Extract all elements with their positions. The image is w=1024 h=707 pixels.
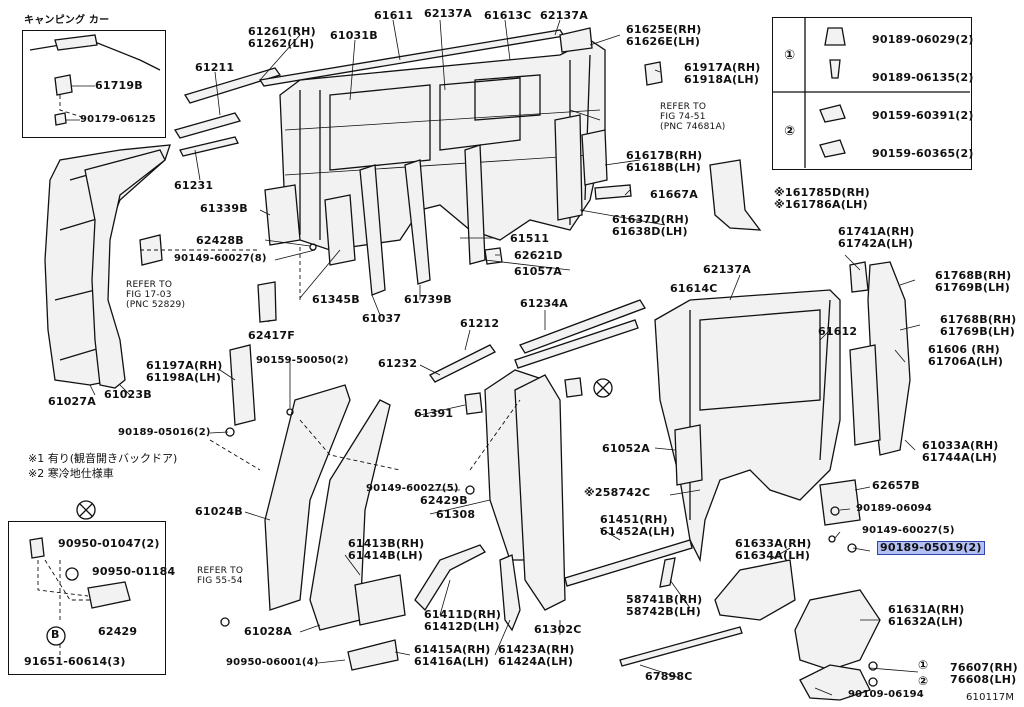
part-61617b[interactable]: 61617B(RH) 61618B(LH) (626, 149, 703, 174)
part-61611[interactable]: 61611 (374, 9, 414, 22)
part-61391[interactable]: 61391 (414, 407, 454, 420)
part-67898c[interactable]: 67898C (645, 670, 693, 683)
part-61511[interactable]: 61511 (510, 232, 550, 245)
part-61785d[interactable]: ※161785D(RH) ※161786A(LH) (774, 186, 870, 211)
part-61451[interactable]: 61451(RH) 61452A(LH) (600, 513, 676, 538)
legend-marker-1: ① (784, 48, 796, 63)
part-62137a-3[interactable]: 62137A (703, 263, 751, 276)
part-90109-06194[interactable]: 90109-06194 (848, 689, 924, 700)
part-61768b-1[interactable]: 61768B(RH) 61769B(LH) (935, 269, 1012, 294)
part-61302c[interactable]: 61302C (534, 623, 582, 636)
part-61411d[interactable]: 61411D(RH) 61412D(LH) (424, 608, 502, 633)
part-90179-06125[interactable]: 90179-06125 (80, 114, 156, 125)
part-62137a-2[interactable]: 62137A (540, 9, 588, 22)
note-2: ※2 寒冷地仕様車 (28, 467, 114, 480)
part-61739b[interactable]: 61739B (404, 293, 452, 306)
part-61345b[interactable]: 61345B (312, 293, 360, 306)
inset-marker-b: B (51, 628, 60, 641)
marker-1-bottom: ① (918, 658, 929, 672)
part-76607[interactable]: 76607(RH) 76608(LH) (950, 661, 1018, 686)
ref-fig-55-54[interactable]: REFER TO FIG 55-54 (197, 566, 244, 586)
part-61027a[interactable]: 61027A (48, 395, 96, 408)
legend-marker-2: ② (784, 124, 796, 139)
part-61613c[interactable]: 61613C (484, 9, 532, 22)
part-58741b[interactable]: 58741B(RH) 58742B(LH) (626, 593, 703, 618)
ref-fig-74-51[interactable]: REFER TO FIG 74-51 (PNC 74681A) (660, 102, 726, 132)
part-61667a[interactable]: 61667A (650, 188, 698, 201)
part-61031b[interactable]: 61031B (330, 29, 378, 42)
figure-number: 610117M (966, 692, 1015, 703)
part-61423a[interactable]: 61423A(RH) 61424A(LH) (498, 643, 575, 668)
part-62137a-1[interactable]: 62137A (424, 7, 472, 20)
part-61037[interactable]: 61037 (362, 312, 402, 325)
note-1: ※1 有り(観音開きバックドア) (28, 452, 178, 465)
part-61768b-2[interactable]: 61768B(RH) 61769B(LH) (940, 313, 1017, 338)
part-61052a[interactable]: 61052A (602, 442, 650, 455)
part-90189-05019[interactable]: 90189-05019(2) (877, 541, 985, 555)
part-61612[interactable]: 61612 (818, 325, 858, 338)
part-61917a[interactable]: 61917A(RH) 61918A(LH) (684, 61, 761, 86)
part-61415a[interactable]: 61415A(RH) 61416A(LH) (414, 643, 491, 668)
inset-camping-car-drawing (29, 34, 161, 126)
part-61024b[interactable]: 61024B (195, 505, 243, 518)
part-90149-60027-8[interactable]: 90149-60027(8) (174, 253, 267, 264)
inset-62429-drawing (29, 537, 131, 660)
part-62428b[interactable]: 62428B (196, 234, 244, 247)
part-61606[interactable]: 61606 (RH) 61706A(LH) (928, 343, 1004, 368)
part-61212[interactable]: 61212 (460, 317, 500, 330)
inset-62429 (8, 521, 166, 675)
part-58742c[interactable]: ※258742C (584, 486, 651, 499)
part-61413b[interactable]: 61413B(RH) 61414B(LH) (348, 537, 425, 562)
part-90159-60365[interactable]: 90159-60365(2) (872, 147, 974, 160)
part-61057a[interactable]: 61057A (514, 265, 562, 278)
ref-fig-17-03[interactable]: REFER TO FIG 17-03 (PNC 52829) (126, 280, 186, 310)
part-61339b[interactable]: 61339B (200, 202, 248, 215)
part-61232[interactable]: 61232 (378, 357, 418, 370)
part-61614c[interactable]: 61614C (670, 282, 718, 295)
inset-camping-car (22, 30, 166, 138)
part-61234a[interactable]: 61234A (520, 297, 568, 310)
part-61631a[interactable]: 61631A(RH) 61632A(LH) (888, 603, 965, 628)
part-90159-50050[interactable]: 90159-50050(2) (256, 355, 349, 366)
fastener-legend-drawing (773, 18, 970, 168)
part-90149-60027-5a[interactable]: 90149-60027(5) (366, 483, 459, 494)
part-90189-06135[interactable]: 90189-06135(2) (872, 71, 974, 84)
part-61028a[interactable]: 61028A (244, 625, 292, 638)
part-90149-60027-5b[interactable]: 90149-60027(5) (862, 525, 955, 536)
fastener-legend (772, 17, 972, 170)
part-62657b[interactable]: 62657B (872, 479, 920, 492)
part-90189-06029[interactable]: 90189-06029(2) (872, 33, 974, 46)
part-90159-60391[interactable]: 90159-60391(2) (872, 109, 974, 122)
part-90950-01047[interactable]: 90950-01047(2) (58, 537, 160, 550)
part-61231[interactable]: 61231 (174, 179, 214, 192)
part-62429[interactable]: 62429 (98, 625, 138, 638)
part-90189-05016[interactable]: 90189-05016(2) (118, 427, 211, 438)
part-61719b[interactable]: 61719B (95, 79, 143, 92)
part-61211[interactable]: 61211 (195, 61, 235, 74)
part-61637d[interactable]: 61637D(RH) 61638D(LH) (612, 213, 690, 238)
part-90189-06094[interactable]: 90189-06094 (856, 503, 932, 514)
part-62621d[interactable]: 62621D (514, 249, 563, 262)
inset-camping-car-title: キャンピング カー (24, 15, 110, 26)
part-62417f[interactable]: 62417F (248, 329, 295, 342)
part-61625e[interactable]: 61625E(RH) 61626E(LH) (626, 23, 702, 48)
part-61633a[interactable]: 61633A(RH) 61634A(LH) (735, 537, 812, 562)
marker-2-bottom: ② (918, 674, 929, 688)
part-90950-01184[interactable]: 90950-01184 (92, 565, 176, 578)
part-61197a[interactable]: 61197A(RH) 61198A(LH) (146, 359, 223, 384)
part-61308[interactable]: 61308 (436, 508, 476, 521)
part-61741a[interactable]: 61741A(RH) 61742A(LH) (838, 225, 915, 250)
part-91651-60614[interactable]: 91651-60614(3) (24, 655, 126, 668)
part-90950-06001[interactable]: 90950-06001(4) (226, 657, 319, 668)
part-61033a[interactable]: 61033A(RH) 61744A(LH) (922, 439, 999, 464)
part-62429b[interactable]: 62429B (420, 494, 468, 507)
part-61261[interactable]: 61261(RH) 61262(LH) (248, 25, 316, 50)
part-61023b[interactable]: 61023B (104, 388, 152, 401)
